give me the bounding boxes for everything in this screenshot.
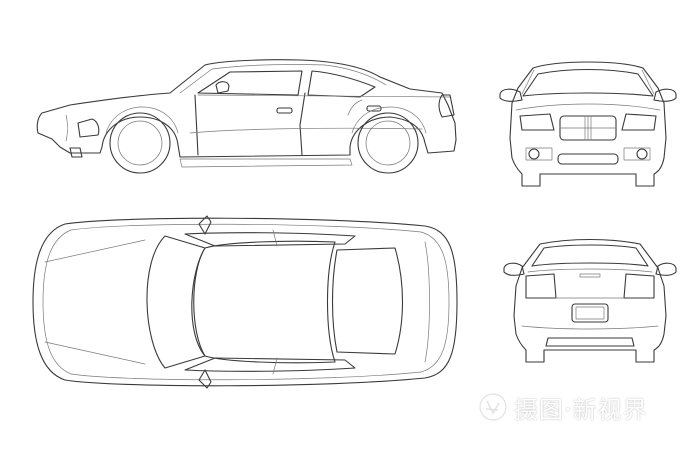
top-view: Top view — [25, 212, 465, 392]
rear-view: Rear view — [500, 236, 680, 366]
front-view: Front view — [498, 58, 678, 188]
watermark: 摄图·新视界 — [478, 390, 648, 424]
watermark-text: 摄图·新视界 — [514, 395, 648, 424]
camera-aperture-icon — [479, 393, 507, 421]
side-view: Side view (left profile) — [30, 55, 480, 205]
diagram-title: Sedan car outline blueprint – four ortho… — [0, 0, 1, 1]
